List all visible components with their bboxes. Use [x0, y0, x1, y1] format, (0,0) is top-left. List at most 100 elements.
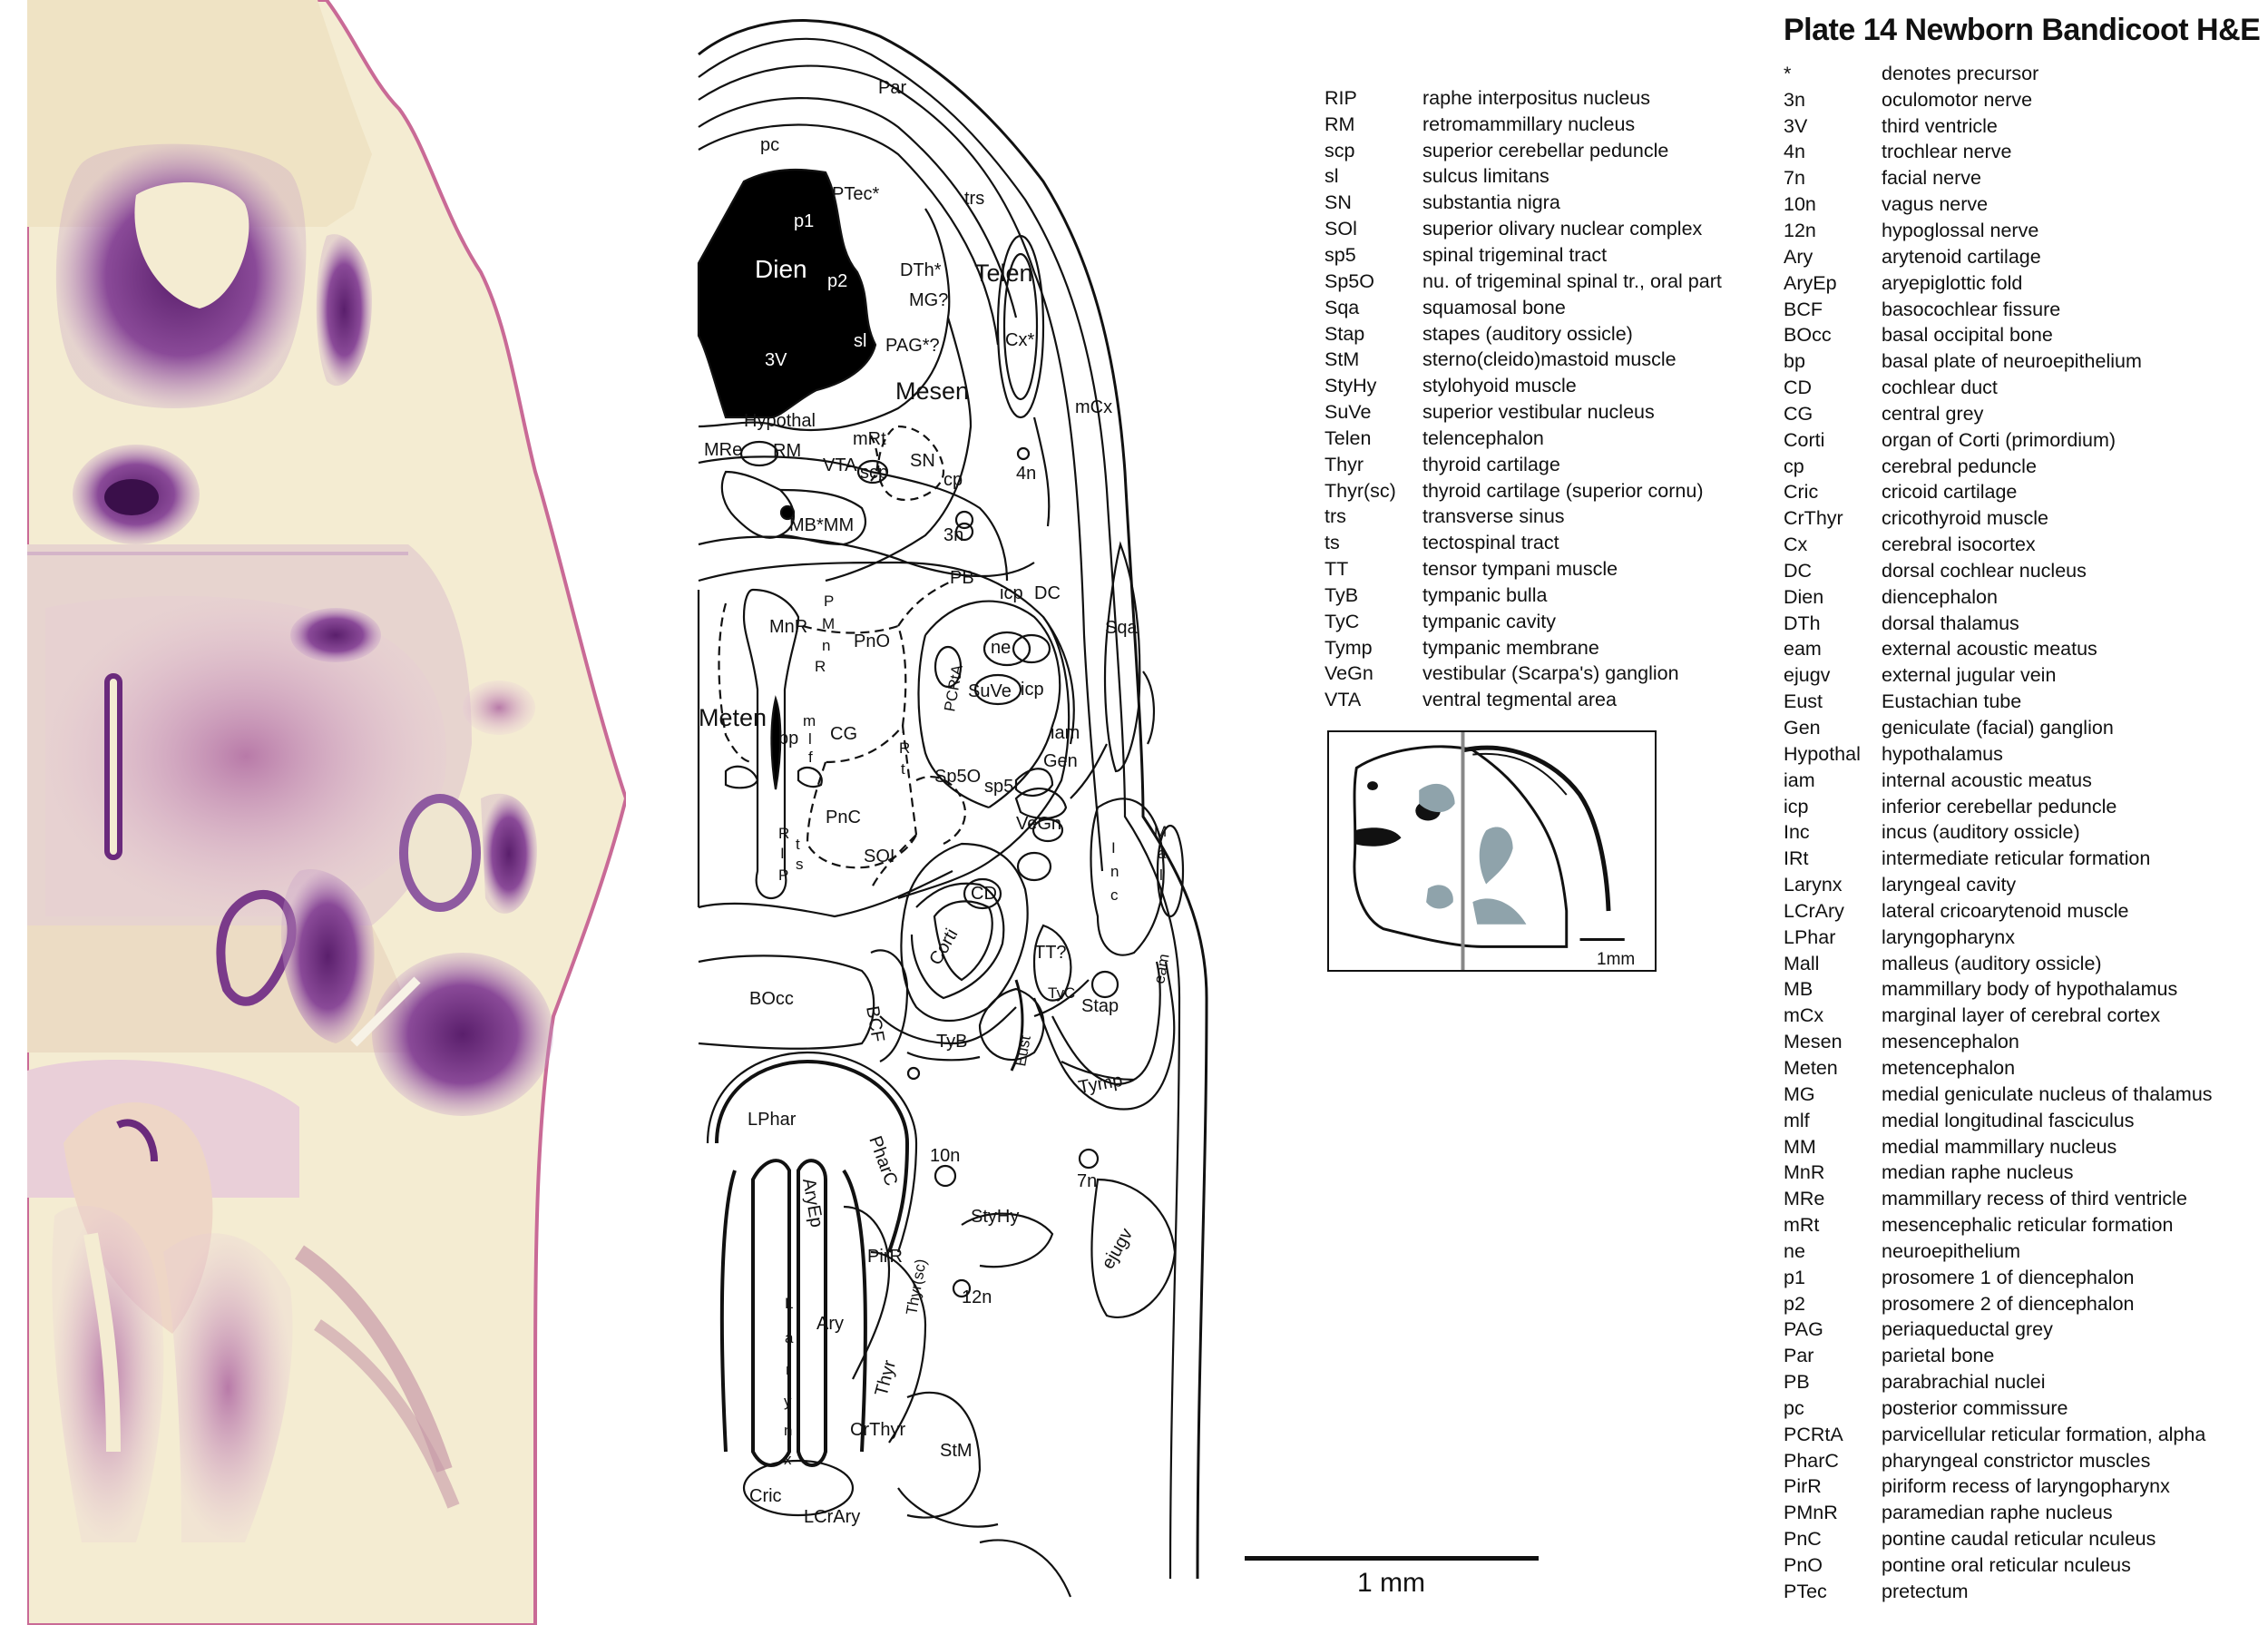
legend-definition: metencephalon [1882, 1057, 2015, 1080]
legend-definition: mammillary recess of third ventricle [1882, 1188, 2187, 1210]
legend-abbreviation: StyHy [1325, 375, 1422, 397]
legend-entry: pcposterior commissure [1784, 1395, 2213, 1422]
legend-definition: pretectum [1882, 1581, 1969, 1603]
legend-abbreviation: PTec [1784, 1581, 1882, 1603]
legend-abbreviation: iam [1784, 769, 1882, 792]
label-mlf-l: l [808, 730, 812, 748]
inset-scale-label: 1mm [1597, 950, 1635, 970]
legend-definition: mesencephalic reticular formation [1882, 1214, 2173, 1237]
legend-abbreviation: 10n [1784, 193, 1882, 216]
label-ts-s: s [796, 856, 804, 873]
legend-definition: cerebral peduncle [1882, 455, 2037, 478]
legend-abbreviation: PB [1784, 1371, 1882, 1394]
legend-definition: cricothyroid muscle [1882, 507, 2048, 530]
legend-definition: transverse sinus [1422, 505, 1565, 528]
label-larynx-l: L [785, 1295, 793, 1312]
legend-abbreviation: PnO [1784, 1554, 1882, 1577]
label-mall-a: a [1158, 845, 1167, 862]
label-tyb: TyB [936, 1032, 967, 1052]
label-mall-m: M [1154, 823, 1167, 840]
legend-definition: thyroid cartilage [1422, 454, 1560, 476]
legend-definition: tensor tympani muscle [1422, 558, 1618, 581]
label-pb: PB [950, 568, 974, 588]
legend-abbreviation: 12n [1784, 220, 1882, 242]
legend-entry: Telentelencephalon [1325, 426, 1722, 452]
label-dth: DTh* [900, 260, 942, 280]
orientation-inset: 1mm [1327, 730, 1657, 972]
label-hypothal: Hypothal [744, 411, 816, 431]
legend-abbreviation: cp [1784, 455, 1882, 478]
label-ne: ne [991, 638, 1011, 658]
legend-abbreviation: TyC [1325, 611, 1422, 633]
label-crthyr: CrThyr [850, 1420, 905, 1440]
legend-abbreviation: Par [1784, 1345, 1882, 1367]
legend-abbreviation: CD [1784, 377, 1882, 399]
dien-region [699, 170, 875, 417]
legend-abbreviation: mRt [1784, 1214, 1882, 1237]
legend-entry: PnOpontine oral reticular nculeus [1784, 1552, 2213, 1579]
label-gen: Gen [1043, 751, 1078, 771]
legend-definition: periaqueductal grey [1882, 1318, 2053, 1341]
legend-abbreviation: Cx [1784, 534, 1882, 556]
legend-abbreviation: scp [1325, 140, 1422, 162]
label-rm: RM [773, 441, 801, 461]
legend-definition: tympanic bulla [1422, 584, 1547, 607]
legend-entry: Thyrthyroid cartilage [1325, 452, 1722, 478]
label-larynx-x: x [784, 1451, 792, 1468]
legend-entry: slsulcus limitans [1325, 164, 1722, 191]
label-cx: Cx* [1005, 330, 1034, 350]
label-mg: MG? [909, 290, 948, 310]
legend-abbreviation: SOl [1325, 218, 1422, 240]
legend-definition: oculomotor nerve [1882, 89, 2032, 112]
legend-abbreviation: icp [1784, 796, 1882, 818]
label-ptec: PTec* [832, 184, 879, 204]
legend-definition: cricoid cartilage [1882, 481, 2017, 504]
legend-definition: stylohyoid muscle [1422, 375, 1577, 397]
legend-definition: paramedian raphe nucleus [1882, 1502, 2113, 1524]
label-dien: Dien [755, 255, 807, 283]
label-rip-r: R [778, 825, 789, 842]
label-pcrta: PCRtA [941, 663, 966, 713]
legend-definition: parabrachial nuclei [1882, 1371, 2045, 1394]
label-styhy: StyHy [971, 1207, 1019, 1227]
abbreviation-legend-right: *denotes precursor3noculomotor nerve3Vth… [1784, 61, 2213, 1605]
label-sqa: Sqa [1105, 618, 1138, 638]
legend-definition: denotes precursor [1882, 63, 2038, 85]
legend-abbreviation: IRt [1784, 847, 1882, 870]
legend-entry: SNsubstantia nigra [1325, 190, 1722, 216]
legend-abbreviation: Gen [1784, 717, 1882, 739]
legend-definition: prosomere 1 of diencephalon [1882, 1267, 2135, 1289]
legend-entry: Criccricoid cartilage [1784, 480, 2213, 506]
legend-entry: RMretromammillary nucleus [1325, 112, 1722, 138]
label-eust: Eust [1012, 1034, 1034, 1068]
legend-abbreviation: 4n [1784, 141, 1882, 163]
scale-bar [1245, 1556, 1539, 1561]
label-dc: DC [1034, 583, 1061, 603]
legend-definition: cerebral isocortex [1882, 534, 2036, 556]
legend-entry: AryEparyepiglottic fold [1784, 270, 2213, 297]
legend-definition: retromammillary nucleus [1422, 113, 1635, 136]
abbreviation-legend-left: RIPraphe interpositus nucleusRMretromamm… [1325, 85, 1722, 713]
label-pnc: PnC [826, 808, 861, 827]
legend-entry: Tymptympanic membrane [1325, 635, 1722, 661]
label-par: Par [878, 78, 906, 98]
label-aryep: AryEp [798, 1177, 826, 1229]
legend-definition: parvicellular reticular formation, alpha [1882, 1424, 2205, 1446]
legend-definition: marginal layer of cerebral cortex [1882, 1004, 2160, 1027]
legend-definition: posterior commissure [1882, 1397, 2068, 1420]
legend-definition: trochlear nerve [1882, 141, 2011, 163]
legend-abbreviation: SN [1325, 191, 1422, 214]
legend-abbreviation: Corti [1784, 429, 1882, 452]
label-tt: TT? [1034, 943, 1067, 963]
label-mlf-m: m [803, 712, 816, 729]
label-mb-mm: MB*MM [789, 515, 854, 535]
